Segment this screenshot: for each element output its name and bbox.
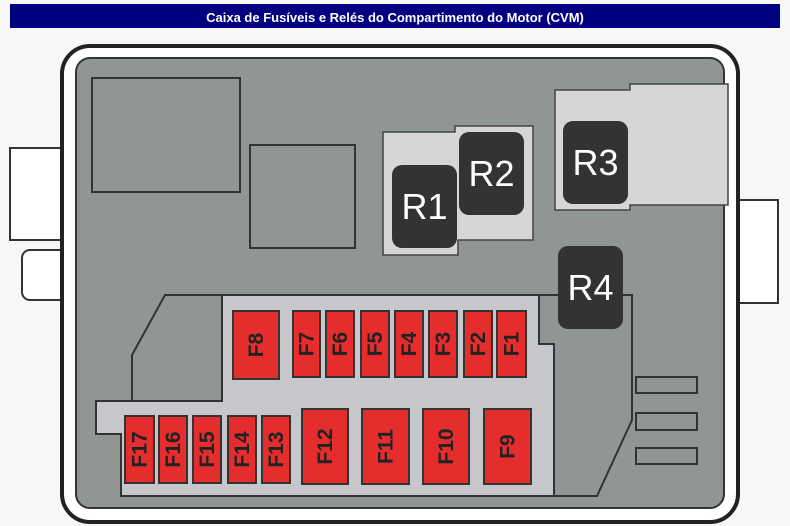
fuse-f10[interactable]: F10 xyxy=(422,408,470,485)
fuse-label: F3 xyxy=(432,332,455,357)
fuse-f4[interactable]: F4 xyxy=(394,310,424,378)
relay-r2[interactable]: R2 xyxy=(459,132,524,215)
slot xyxy=(635,412,698,431)
fuse-f2[interactable]: F2 xyxy=(463,310,493,378)
cover-block-small xyxy=(249,144,356,249)
fuse-label: F10 xyxy=(435,428,458,464)
fuse-f6[interactable]: F6 xyxy=(325,310,355,378)
fuse-f11[interactable]: F11 xyxy=(361,408,410,485)
fuse-f3[interactable]: F3 xyxy=(428,310,458,378)
relay-label: R2 xyxy=(468,153,514,194)
left-connector-tab xyxy=(9,147,67,241)
fuse-label: F14 xyxy=(231,431,254,468)
fuse-label: F16 xyxy=(162,431,185,467)
fuse-f13[interactable]: F13 xyxy=(261,415,291,484)
slot xyxy=(635,447,698,465)
fuse-label: F7 xyxy=(296,332,319,357)
fuse-f5[interactable]: F5 xyxy=(360,310,390,378)
relay-label: R3 xyxy=(572,142,618,183)
fuse-label: F2 xyxy=(467,332,490,357)
fuse-label: F13 xyxy=(265,431,288,467)
fuse-label: F9 xyxy=(497,434,520,459)
fuse-f8[interactable]: F8 xyxy=(232,310,280,380)
panel-notch xyxy=(131,294,223,402)
relay-r1[interactable]: R1 xyxy=(392,165,457,248)
fuse-label: F8 xyxy=(245,332,268,357)
diagram-title: Caixa de Fusíveis e Relés do Compartimen… xyxy=(10,4,780,28)
fuse-label: F12 xyxy=(314,428,337,464)
cover-block-large xyxy=(91,77,241,193)
fuse-label: F5 xyxy=(364,331,387,356)
fuse-f9[interactable]: F9 xyxy=(483,408,532,485)
relay-r4[interactable]: R4 xyxy=(558,246,623,329)
fuse-f15[interactable]: F15 xyxy=(192,415,222,484)
fuse-label: F6 xyxy=(329,332,352,357)
fuse-f16[interactable]: F16 xyxy=(158,415,188,484)
relay-r3[interactable]: R3 xyxy=(563,121,628,204)
fuse-label: F11 xyxy=(375,429,398,464)
fuse-label: F4 xyxy=(398,331,421,356)
relay-label: R4 xyxy=(567,267,613,308)
fuse-label: F15 xyxy=(196,431,219,468)
fuse-f1[interactable]: F1 xyxy=(496,310,527,378)
fuse-label: F1 xyxy=(501,331,524,356)
fuse-f12[interactable]: F12 xyxy=(301,408,349,485)
fuse-f17[interactable]: F17 xyxy=(124,415,155,484)
relay-label: R1 xyxy=(401,186,447,227)
fuse-f14[interactable]: F14 xyxy=(227,415,257,484)
fuse-label: F17 xyxy=(129,431,152,467)
fuse-f7[interactable]: F7 xyxy=(292,310,321,378)
slot xyxy=(635,376,698,394)
